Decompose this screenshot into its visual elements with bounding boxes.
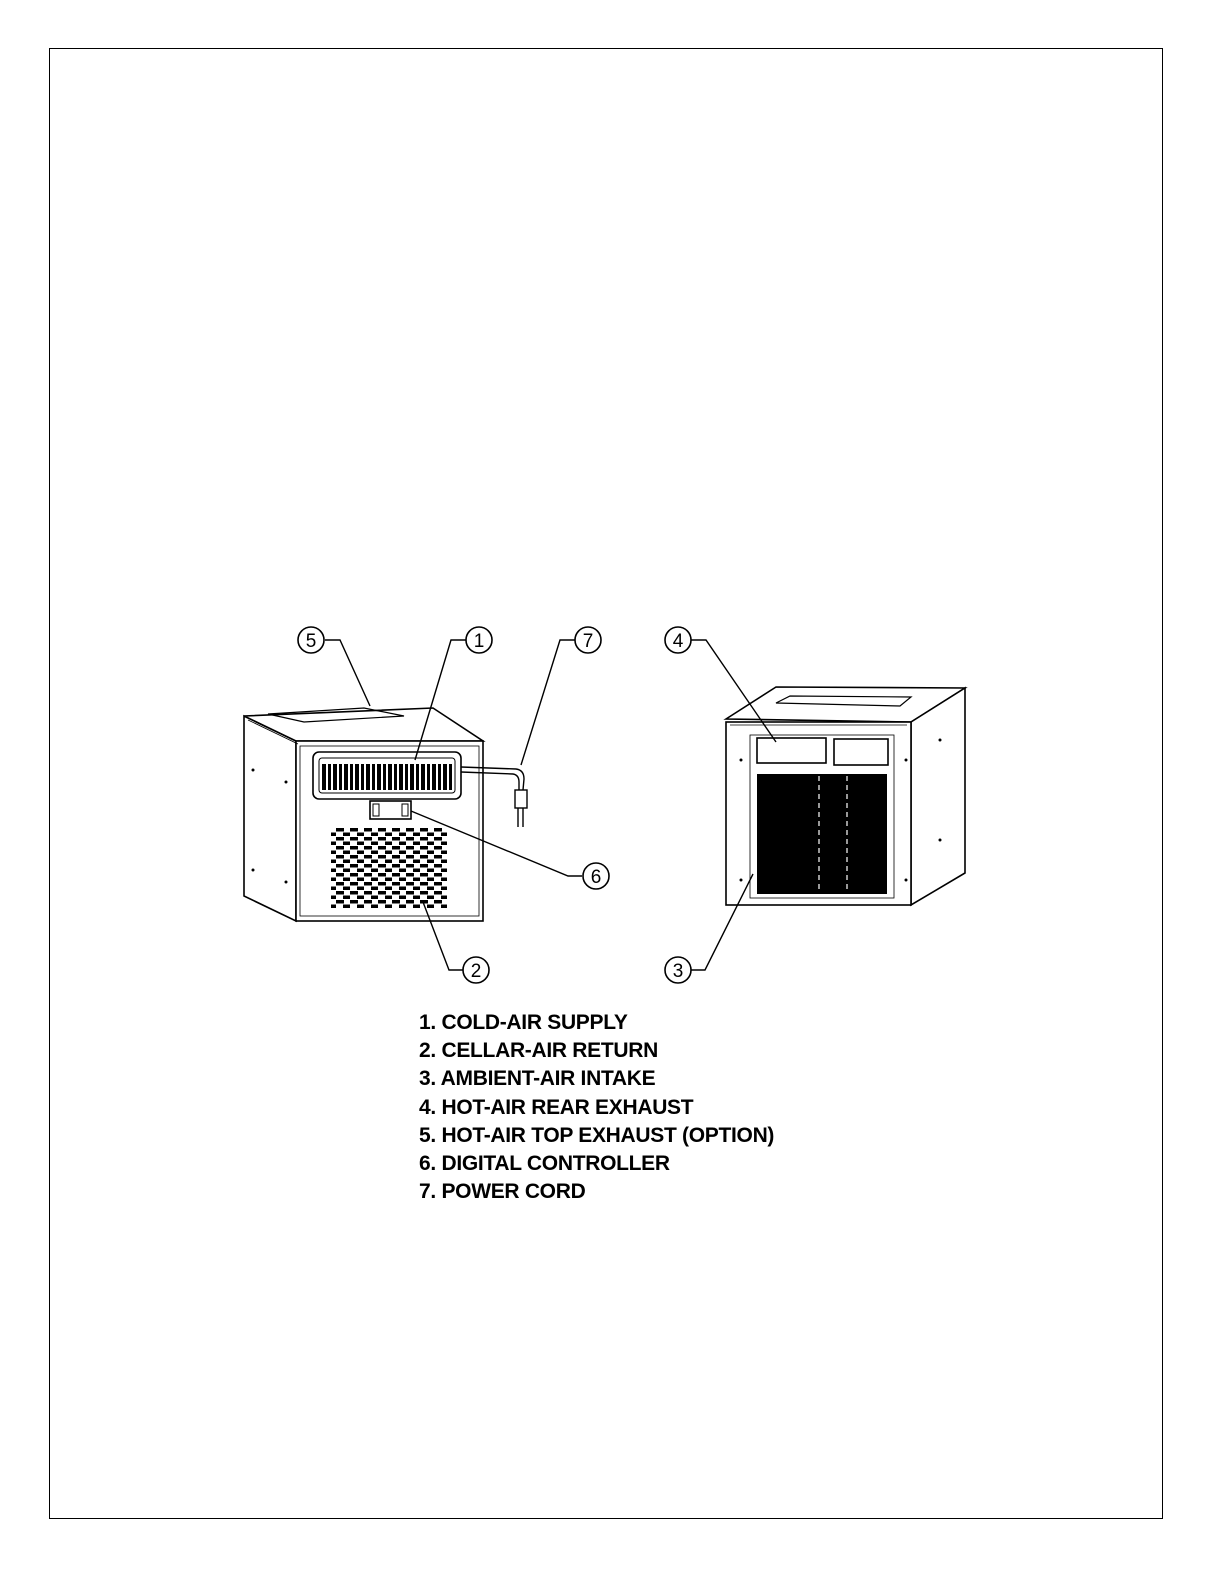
legend-item-power-cord: 7. POWER CORD (419, 1178, 774, 1206)
leader-line-5 (325, 640, 370, 706)
callout-4: 4 (665, 627, 691, 653)
callout-7: 7 (575, 627, 601, 653)
svg-text:1: 1 (474, 631, 485, 652)
legend-item-hot-air-top-exhaust: 5. HOT-AIR TOP EXHAUST (OPTION) (419, 1122, 774, 1150)
leader-line-7 (521, 640, 575, 765)
legend-item-digital-controller: 6. DIGITAL CONTROLLER (419, 1150, 774, 1178)
svg-text:7: 7 (583, 631, 594, 652)
callout-6: 6 (583, 863, 609, 889)
legend-item-hot-air-rear-exhaust: 4. HOT-AIR REAR EXHAUST (419, 1094, 774, 1122)
callout-1: 1 (466, 627, 492, 653)
svg-text:3: 3 (673, 961, 684, 982)
callout-3: 3 (665, 957, 691, 983)
legend-item-ambient-air-intake: 3. AMBIENT-AIR INTAKE (419, 1065, 774, 1093)
parts-legend: 1. COLD-AIR SUPPLY 2. CELLAR-AIR RETURN … (419, 1009, 774, 1206)
digital-controller-body (370, 801, 411, 819)
return-air-vent (331, 828, 447, 908)
svg-text:2: 2 (471, 961, 482, 982)
legend-item-cellar-air-return: 2. CELLAR-AIR RETURN (419, 1037, 774, 1065)
svg-text:4: 4 (673, 631, 684, 652)
svg-text:6: 6 (591, 867, 602, 888)
callout-5: 5 (298, 627, 324, 653)
front-view-unit (244, 708, 527, 921)
callout-2: 2 (463, 957, 489, 983)
rear-view-unit (726, 687, 965, 905)
svg-text:5: 5 (306, 631, 317, 652)
legend-item-cold-air-supply: 1. COLD-AIR SUPPLY (419, 1009, 774, 1037)
